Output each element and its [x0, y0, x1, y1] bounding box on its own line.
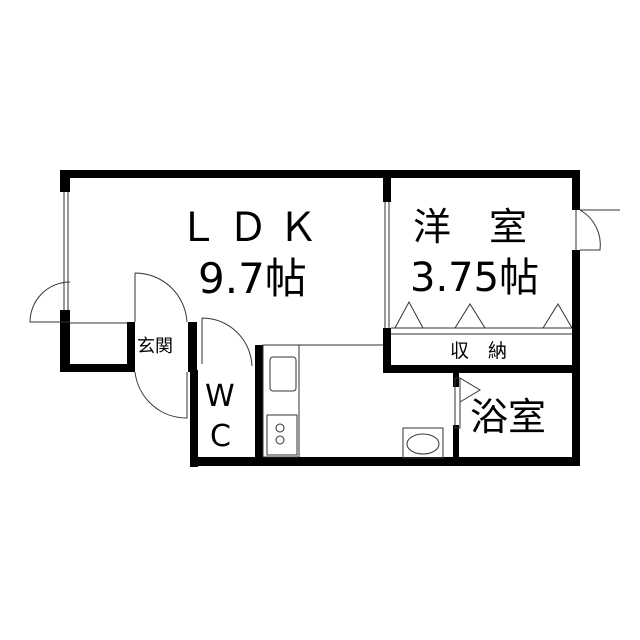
stove-icon — [266, 414, 298, 456]
fixtures — [29, 192, 620, 459]
walls — [60, 170, 580, 467]
closet-doors — [394, 300, 573, 329]
interior-door-swing — [134, 272, 188, 323]
western-room-label: 洋 室 — [413, 205, 528, 249]
wc-label-w: W — [205, 379, 235, 414]
storage-label: 収 納 — [450, 340, 508, 362]
sink-icon — [269, 356, 297, 392]
wc-door-swing — [201, 317, 253, 367]
entrance-door-swing — [134, 371, 188, 419]
bath-door — [459, 377, 481, 403]
wc-label-c: C — [210, 419, 231, 454]
ldk-label: ＬＤＫ — [178, 205, 328, 251]
bathroom-label: 浴室 — [470, 395, 547, 439]
balcony-door-swing — [579, 209, 620, 251]
entrance-label: 玄関 — [137, 336, 173, 357]
western-room-size: 3.75帖 — [410, 255, 540, 301]
ldk-size: 9.7帖 — [198, 254, 307, 303]
washbasin-icon — [402, 427, 444, 459]
ldk-door-swing — [29, 281, 71, 323]
kitchen-counter — [262, 344, 300, 458]
